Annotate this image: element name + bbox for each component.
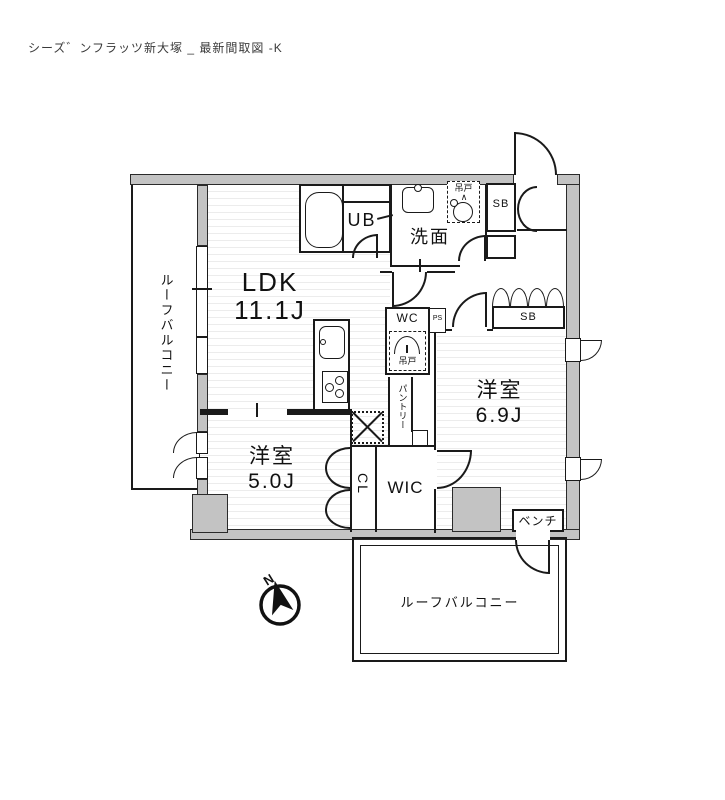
stove-burner-3 [335, 389, 344, 398]
bedroom69-window-1 [565, 338, 581, 362]
compass-arrow-icon [271, 580, 294, 616]
bedroom50-window-2 [196, 457, 208, 479]
wall-hall-b [427, 271, 455, 273]
pillar-bedroom-69 [452, 487, 501, 532]
pillar-bedroom-50 [192, 494, 228, 533]
balcony-door-opening [516, 530, 550, 540]
opening-tick-washroom [419, 259, 421, 272]
roof-balcony-bottom-label: ルーフバルコニー [380, 592, 540, 612]
unit-bath-divider [342, 184, 344, 253]
roof-balcony-left-label: ルーフバルコニー [158, 273, 174, 393]
washer-drain-icon [450, 199, 458, 207]
pantry-cabinet [412, 430, 428, 446]
pantry-label: パントリー [397, 383, 408, 429]
ldk-hall-door-arc [392, 272, 427, 307]
hanging-door-laundry-label: 吊戸 [454, 183, 473, 193]
opening-tick-bedroom50 [256, 403, 258, 417]
wall-left-upper [197, 185, 208, 246]
pipe-space-label: PS [432, 314, 443, 322]
entrance-door-arc [514, 132, 557, 175]
wall-ldk-bedroom50-right [287, 409, 352, 415]
wc-label: WC [396, 311, 419, 325]
wall-cl-wic-divider [375, 447, 377, 532]
accordion-arc-1 [492, 288, 510, 307]
kitchen-faucet [320, 339, 326, 345]
accordion-arc-4 [546, 288, 564, 307]
hanging-door-wc-label: 吊戸 [390, 355, 425, 368]
shoe-box-bifold-arc-top [517, 186, 537, 209]
washer-pan-icon [453, 202, 473, 222]
wall-washroom-bottom [390, 265, 460, 267]
bedroom69-label: 洋室 [476, 378, 523, 402]
entry-cabinet [486, 235, 516, 259]
shoe-box-hall-label: SB [520, 311, 537, 323]
bedroom69-window-2 [565, 457, 581, 481]
pipe-space-box [429, 308, 446, 333]
ldk-label: LDK [241, 267, 299, 297]
stove-burner-2 [335, 376, 344, 385]
bench-label: ベンチ [518, 513, 558, 528]
compass: N [259, 572, 301, 626]
wall-bottom [190, 529, 580, 540]
shoe-box-entry [486, 183, 516, 232]
fridge-space-box [351, 411, 384, 444]
washroom-label: 洗面 [410, 227, 450, 247]
ldk-window-tick [192, 288, 212, 290]
washbasin-faucet [414, 184, 422, 192]
wall-ub-right [390, 184, 392, 267]
floorplan-title: シーズ゛ンフラッツ新大塚 _ 最新間取図 -K [28, 41, 283, 55]
closet-label: CL [355, 473, 371, 495]
stove-burner-1 [325, 383, 334, 392]
unit-bath-shelf [344, 201, 391, 203]
bathtub [305, 192, 343, 248]
wall-hall-a [380, 271, 392, 273]
shoe-box-entry-label: SB [492, 197, 510, 210]
bedroom50-window-1 [196, 432, 208, 454]
roof-balcony-bottom-inner [360, 545, 559, 654]
wall-bedroom69-top-right [487, 329, 493, 331]
washroom-door-arc [458, 235, 486, 261]
wall-closet-top [350, 445, 435, 447]
unit-bath-label: UB [345, 210, 379, 230]
compass-circle [259, 584, 301, 626]
wic-label: WIC [387, 477, 424, 497]
hanging-door-laundry-arrow: ∧ [460, 191, 468, 202]
wall-entry-shelf [517, 229, 567, 231]
ldk-window [196, 246, 208, 374]
ldk-window-divider [197, 336, 207, 338]
wall-bedroom69-left-upper [434, 331, 436, 450]
accordion-arc-2 [510, 288, 528, 307]
accordion-arc-3 [528, 288, 546, 307]
wall-pantry-right [411, 377, 413, 432]
toilet-icon-mark [406, 345, 408, 353]
wall-closet-left [350, 411, 352, 532]
wall-right [566, 184, 580, 540]
shoe-box-hall [492, 306, 565, 329]
wall-pantry-left [388, 377, 390, 447]
roof-balcony-bottom [352, 537, 567, 662]
bedroom50-label: 洋室 [249, 444, 295, 468]
bedroom69-window-arc-1 [581, 340, 602, 361]
wall-left-mid [197, 374, 208, 432]
wall-bedroom69-left-lower [434, 489, 436, 533]
wall-ldk-bedroom50-left [200, 409, 228, 415]
bedroom50-size: 5.0J [248, 469, 296, 493]
bedroom69-window-arc-2 [581, 459, 602, 480]
bedroom69-size: 6.9J [475, 403, 524, 427]
bedroom69-door-arc [452, 292, 487, 327]
ldk-size: 11.1J [234, 295, 306, 325]
